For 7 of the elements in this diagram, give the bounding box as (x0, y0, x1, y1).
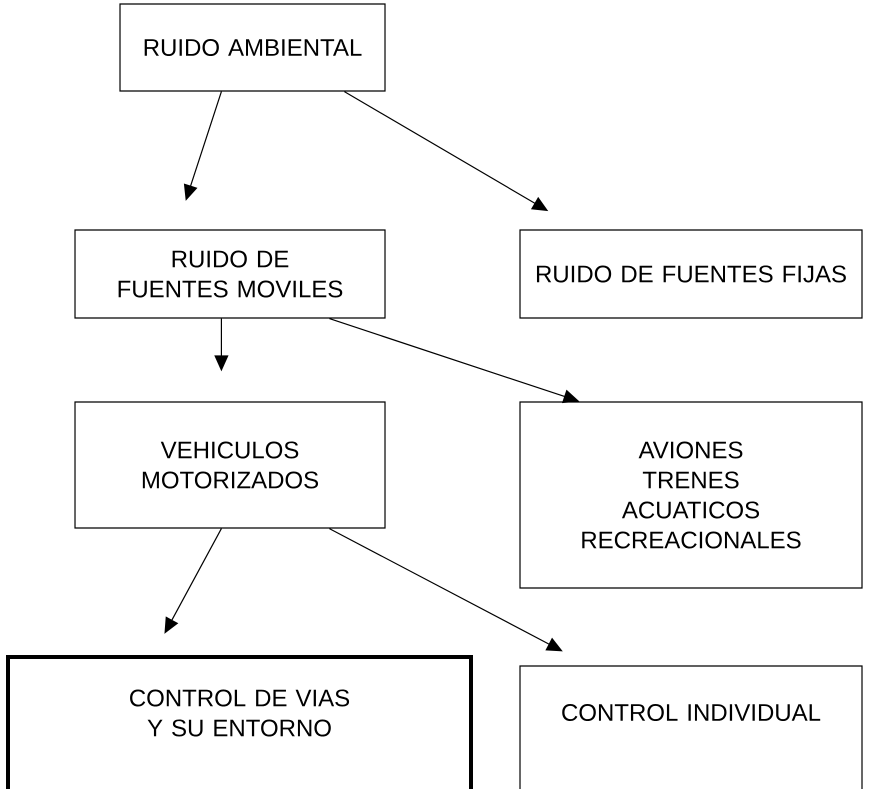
process-box: RUIDO AMBIENTAL (119, 3, 386, 92)
process-box: CONTROL INDIVIDUAL (519, 665, 863, 789)
process-box: RUIDO DE FUENTES FIJAS (519, 229, 863, 319)
process-box: CONTROL DE VIAS Y SU ENTORNO (6, 655, 473, 789)
process-box: VEHICULOS MOTORIZADOS (74, 401, 386, 529)
process-box: RUIDO DE FUENTES MOVILES (74, 229, 386, 319)
process-box: AVIONES TRENES ACUATICOS RECREACIONALES (519, 401, 863, 589)
